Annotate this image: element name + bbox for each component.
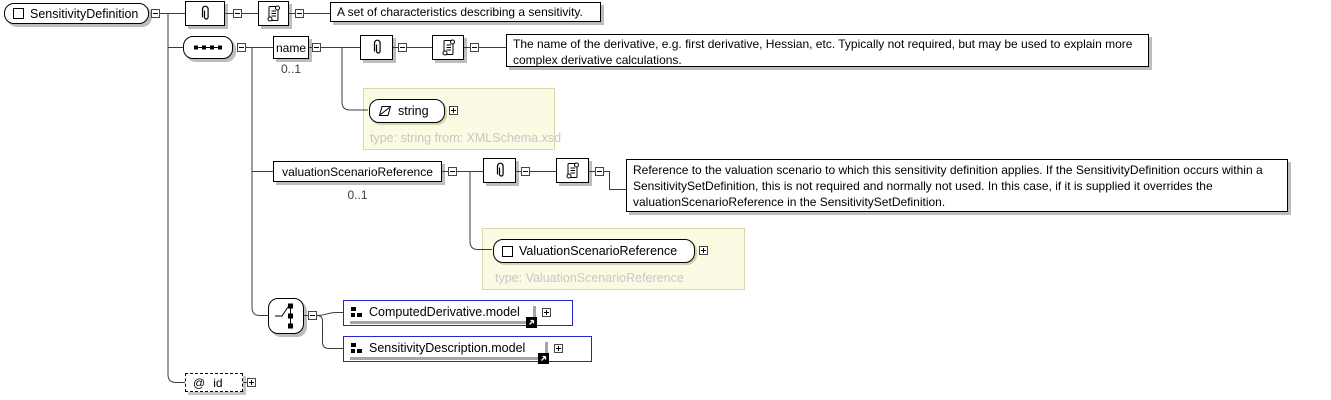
documentation-node[interactable] xyxy=(556,158,589,183)
expand-toggle[interactable] xyxy=(247,378,256,387)
complex-type-icon xyxy=(502,245,513,257)
model-group-ref-sensitivity-description[interactable]: SensitivityDescription.model xyxy=(343,336,592,364)
model-group-label: SensitivityDescription.model xyxy=(369,341,526,355)
annotation-node[interactable] xyxy=(360,35,393,60)
scroll-icon xyxy=(440,37,457,58)
collapse-toggle[interactable] xyxy=(295,9,304,18)
expand-toggle[interactable] xyxy=(699,246,708,255)
element-icon xyxy=(13,8,24,19)
occurrence-label: 0..1 xyxy=(347,188,368,202)
link-arrow-icon xyxy=(538,353,549,364)
attribute-label: id xyxy=(213,375,223,390)
paperclip-icon xyxy=(493,160,507,182)
scroll-icon xyxy=(564,160,581,181)
collapse-toggle[interactable] xyxy=(470,43,479,52)
occurrence-label: 0..1 xyxy=(280,62,301,76)
sequence-icon xyxy=(192,43,224,52)
collapse-toggle[interactable] xyxy=(308,311,317,320)
type-panel-string: string type: string from: XMLSchema.xsd xyxy=(363,88,561,150)
name-doc-text: The name of the derivative, e.g. first d… xyxy=(506,34,1149,67)
attribute-node-id[interactable]: @ id xyxy=(185,373,243,392)
paperclip-icon xyxy=(370,37,384,59)
collapse-toggle[interactable] xyxy=(521,167,530,176)
root-element-node[interactable]: SensitivityDefinition xyxy=(4,3,149,24)
simple-type-node[interactable]: string xyxy=(369,99,445,123)
type-label: ValuationScenarioReference xyxy=(519,244,678,258)
expand-toggle[interactable] xyxy=(542,308,551,317)
root-element-label: SensitivityDefinition xyxy=(30,6,139,21)
collapse-toggle[interactable] xyxy=(448,167,457,176)
type-label: string xyxy=(398,104,429,118)
complex-type-node[interactable]: ValuationScenarioReference xyxy=(493,239,695,263)
documentation-node[interactable] xyxy=(432,35,464,60)
annotation-node[interactable] xyxy=(185,1,225,26)
element-node-name[interactable]: name xyxy=(273,36,309,59)
model-group-label: ComputedDerivative.model xyxy=(369,305,520,319)
type-note: type: string from: XMLSchema.xsd xyxy=(370,131,562,145)
annotation-node[interactable] xyxy=(483,158,516,183)
type-panel-valuation-scenario-reference: ValuationScenarioReference type: Valuati… xyxy=(482,228,745,290)
collapse-toggle[interactable] xyxy=(312,43,321,52)
root-doc-text: A set of characteristics describing a se… xyxy=(330,2,601,22)
choice-icon xyxy=(274,302,298,330)
collapse-toggle[interactable] xyxy=(237,43,246,52)
type-note: type: ValuationScenarioReference xyxy=(495,271,684,285)
collapse-toggle[interactable] xyxy=(151,9,160,18)
model-group-icon xyxy=(351,306,363,318)
expand-toggle[interactable] xyxy=(554,344,563,353)
sequence-node[interactable] xyxy=(183,36,233,59)
expand-toggle[interactable] xyxy=(449,106,458,115)
paperclip-icon xyxy=(198,3,212,25)
documentation-node[interactable] xyxy=(258,1,289,26)
model-group-ref-computed-derivative[interactable]: ComputedDerivative.model xyxy=(343,300,573,328)
link-arrow-icon xyxy=(526,317,537,328)
scroll-icon xyxy=(265,3,282,24)
element-node-valuationScenarioReference[interactable]: valuationScenarioReference xyxy=(273,161,442,182)
vsr-doc-text: Reference to the valuation scenario to w… xyxy=(626,159,1288,212)
collapse-toggle[interactable] xyxy=(398,43,407,52)
attribute-at-icon: @ xyxy=(193,375,206,390)
collapse-toggle[interactable] xyxy=(595,167,604,176)
collapse-toggle[interactable] xyxy=(233,9,242,18)
model-group-icon xyxy=(351,342,363,354)
simple-type-icon xyxy=(378,105,392,117)
choice-node[interactable] xyxy=(268,298,304,334)
